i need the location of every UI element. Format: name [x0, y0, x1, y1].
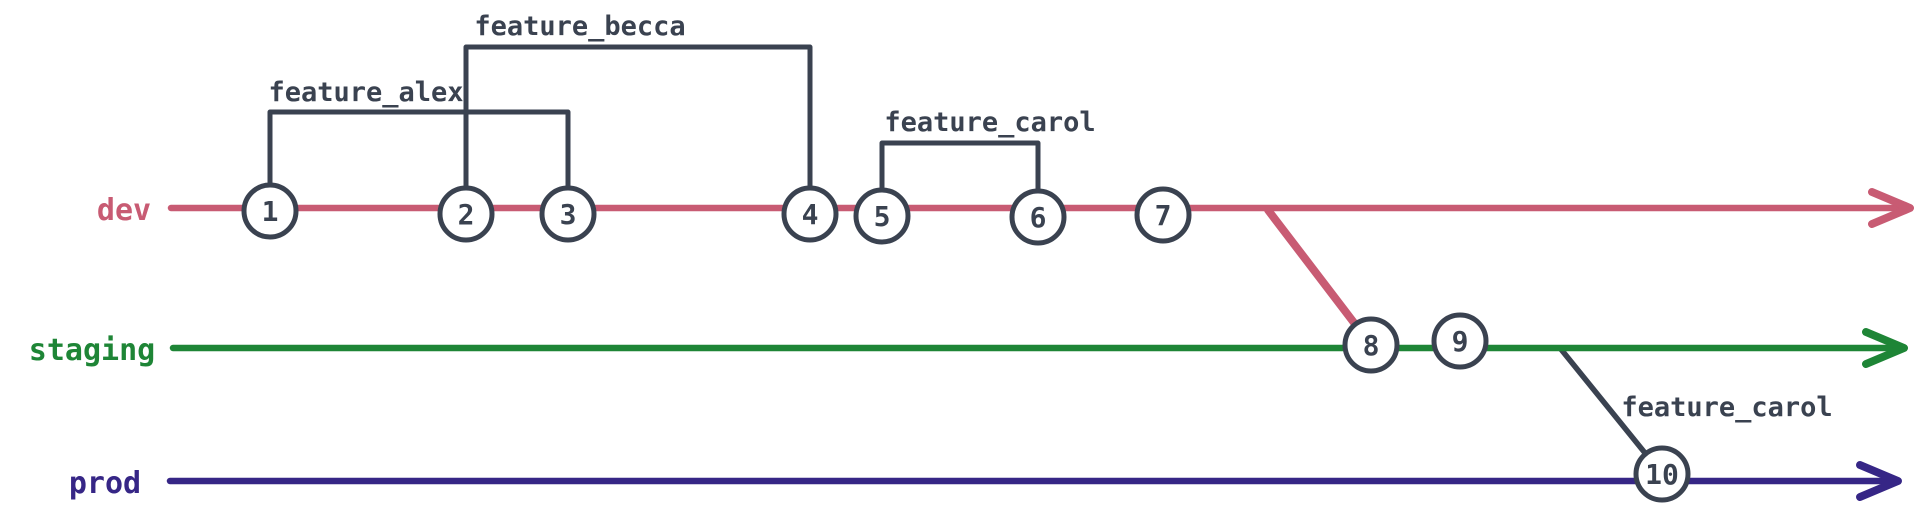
branch-label-staging: staging	[29, 333, 155, 368]
commit-node-4	[781, 185, 839, 243]
commit-node-6	[1009, 188, 1067, 246]
feature-bracket-2	[879, 140, 1041, 219]
commit-label-2: 2	[458, 198, 475, 231]
commit-node-3	[539, 185, 597, 243]
commit-node-8	[1342, 316, 1400, 374]
branch-arrowhead-icon-staging	[1862, 328, 1908, 368]
commit-node-7	[1134, 186, 1192, 244]
feature-label-1: feature_becca	[474, 11, 685, 42]
commit-label-10: 10	[1645, 458, 1679, 491]
feature-bracket-0	[267, 109, 571, 214]
commit-label-3: 3	[560, 198, 577, 231]
commit-label-6: 6	[1030, 201, 1047, 234]
branch-arrowhead-icon-prod	[1856, 461, 1902, 501]
commit-label-7: 7	[1155, 199, 1172, 232]
commit-node-5	[853, 187, 911, 245]
feature-bracket-1	[463, 44, 813, 217]
commit-label-1: 1	[262, 195, 279, 228]
branch-label-prod: prod	[69, 466, 141, 501]
feature-label-0: feature_alex	[268, 77, 463, 108]
branch-arrowhead-icon-dev	[1868, 188, 1914, 228]
branch-label-dev: dev	[97, 193, 151, 228]
commit-node-9	[1431, 312, 1489, 370]
commit-node-1	[241, 182, 299, 240]
commit-label-8: 8	[1363, 329, 1380, 362]
commit-label-4: 4	[802, 198, 819, 231]
feature-label-2: feature_carol	[884, 107, 1095, 138]
merge-label-1: feature_carol	[1621, 392, 1832, 423]
commit-label-5: 5	[874, 200, 891, 233]
commit-node-10	[1633, 445, 1691, 503]
commit-label-9: 9	[1452, 325, 1469, 358]
commit-node-2	[437, 185, 495, 243]
